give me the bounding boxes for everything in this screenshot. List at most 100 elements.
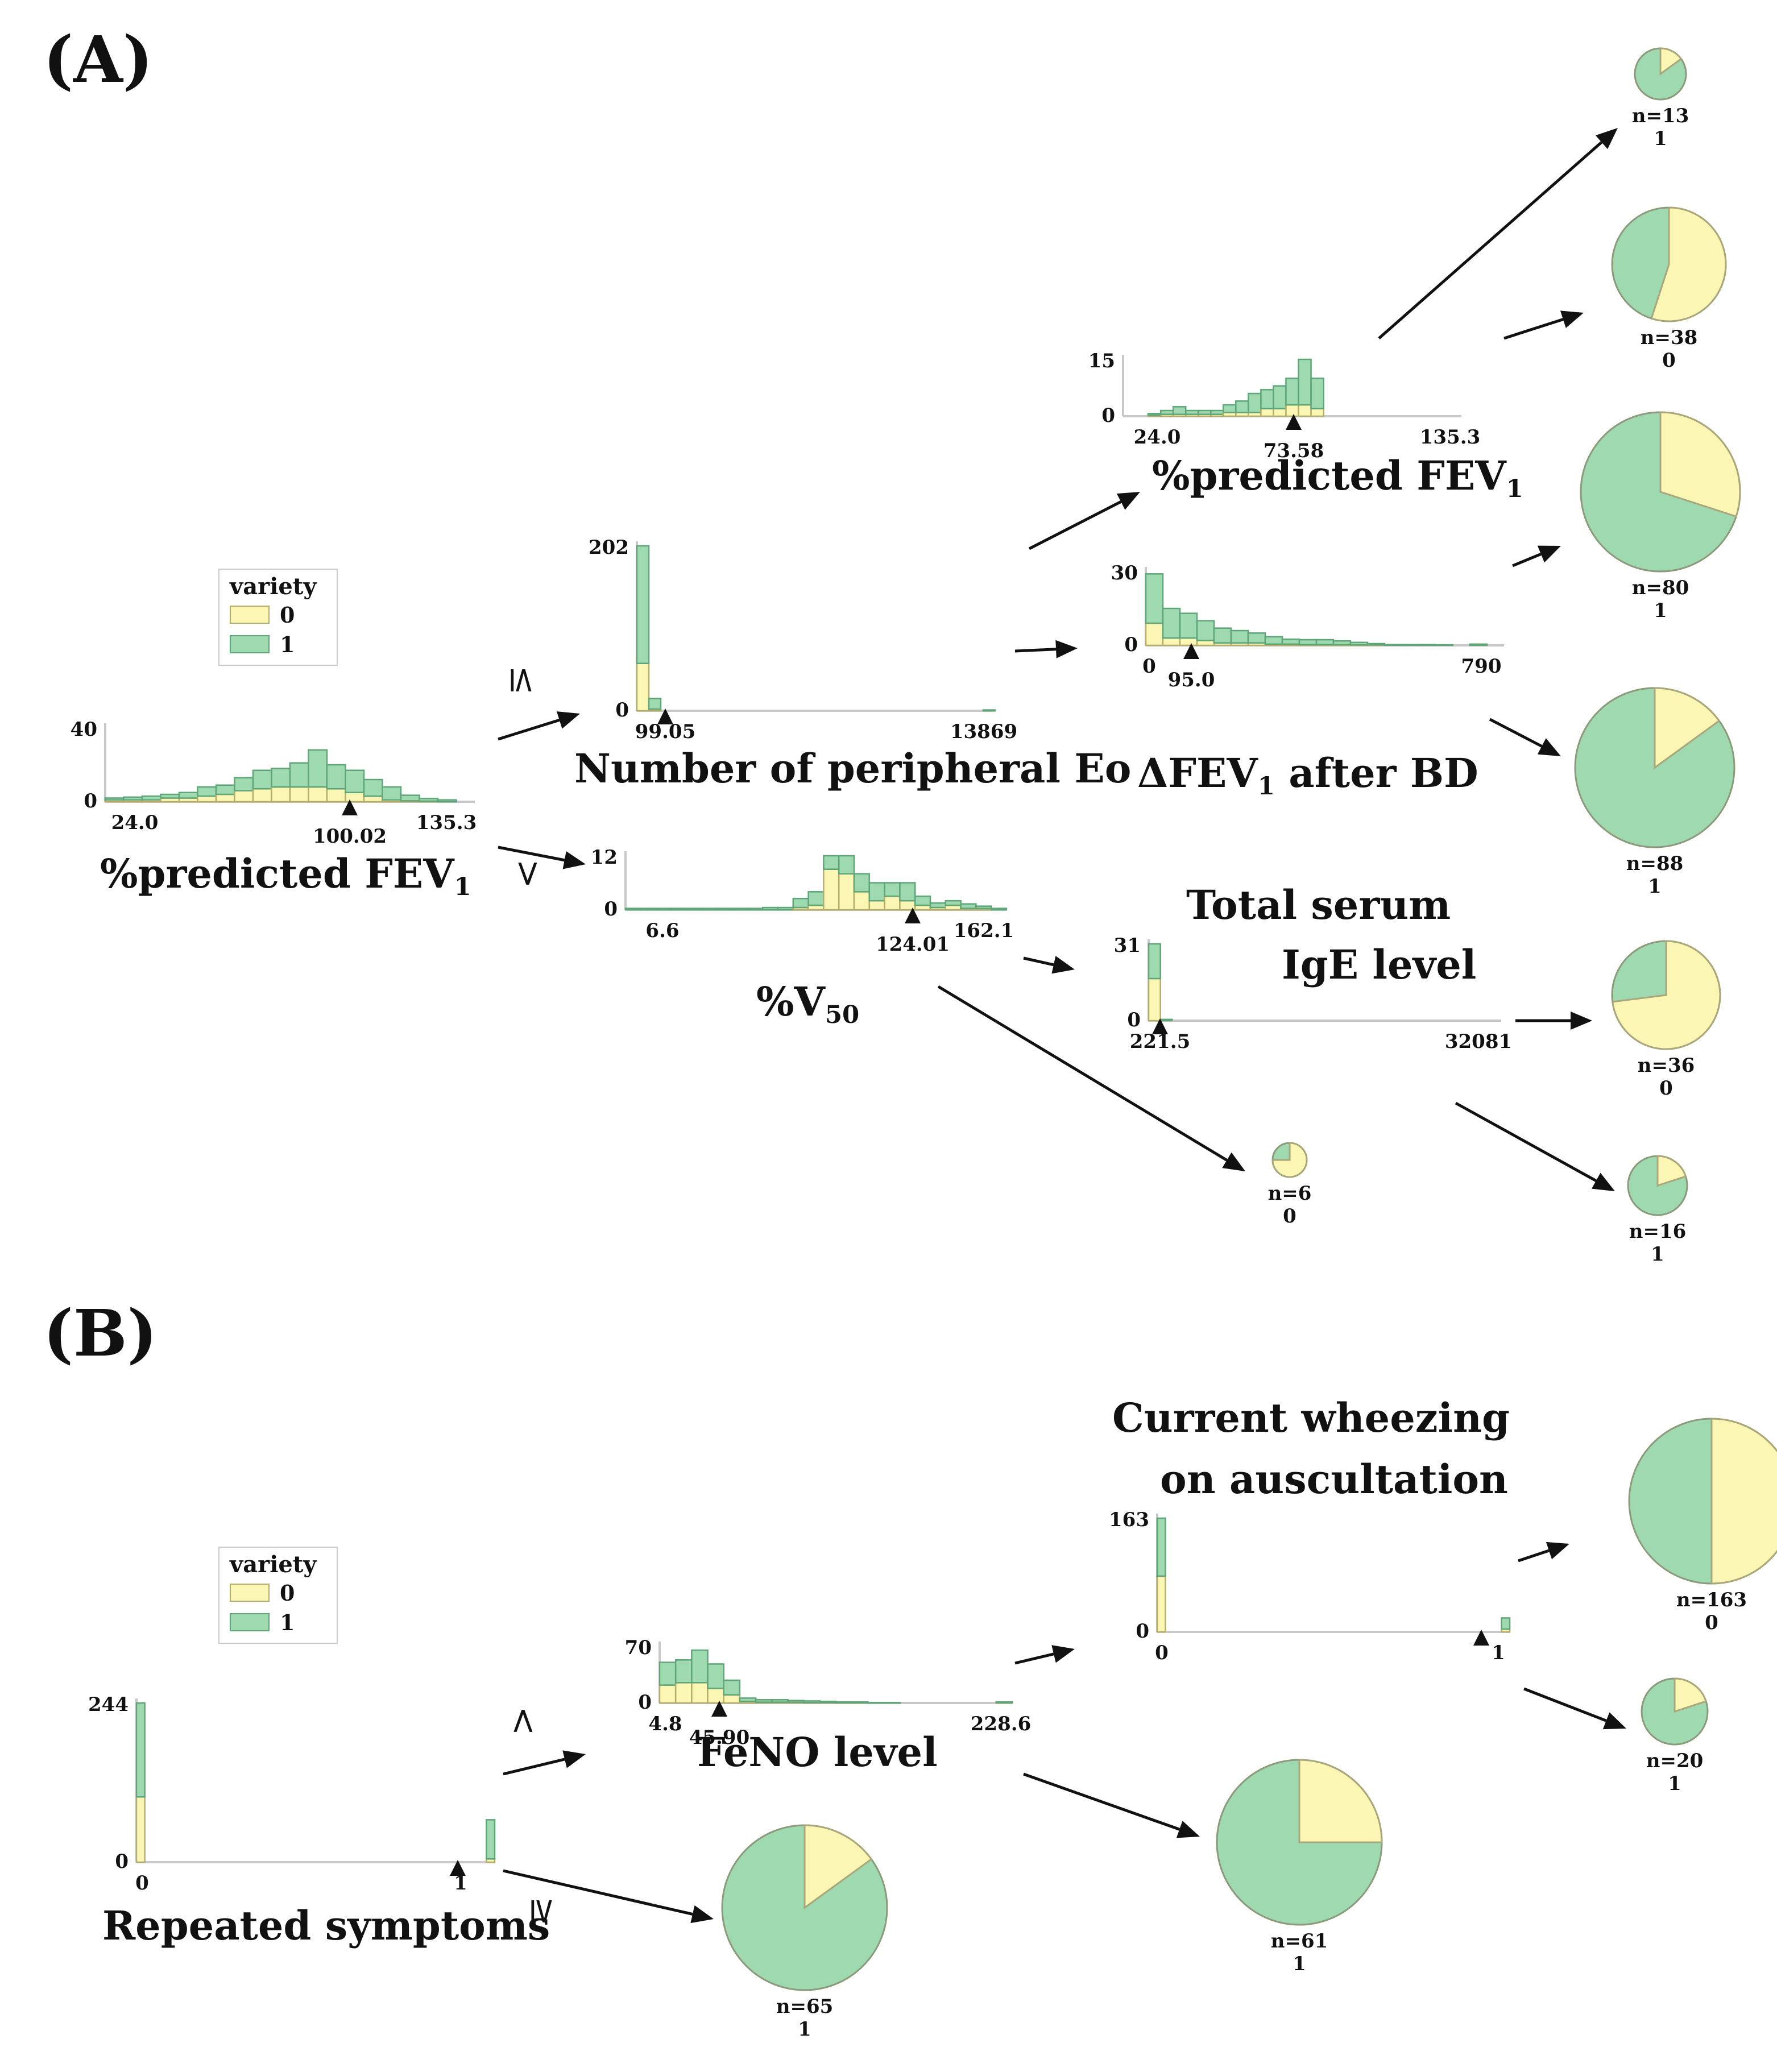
histogram-bar-class1 [914, 896, 931, 906]
histogram-bar-class1 [123, 796, 143, 801]
histogram-bar-class1 [670, 907, 687, 911]
histogram-bar-class1 [1159, 1018, 1173, 1022]
leaf-count-label: n=36 [1638, 1054, 1695, 1077]
arrow-line [503, 1758, 565, 1776]
x-min-label: 0 [1155, 1642, 1169, 1664]
histogram-bar-class0 [135, 1796, 146, 1863]
pie-slice-class0 [803, 1824, 873, 1909]
histogram-bar-class1 [674, 1659, 693, 1684]
leaf-pie: n=380 [1611, 206, 1727, 372]
edge-arrow [1512, 545, 1561, 567]
split-value-label: 95.0 [1168, 669, 1215, 691]
x-max-label: 1 [1492, 1642, 1505, 1664]
legend-item: 0 [230, 1578, 326, 1607]
histogram-bar-class1 [486, 1819, 496, 1860]
histogram-bar-class1 [884, 882, 901, 897]
edge-arrow [1523, 1687, 1626, 1730]
arrow-head [1176, 1821, 1200, 1838]
y-max-label: 12 [591, 846, 618, 869]
histogram-bar-class1 [289, 762, 309, 788]
leaf-pie: n=161 [1627, 1155, 1688, 1266]
histogram-bar-class1 [685, 907, 703, 911]
histogram-bar-class1 [771, 1699, 789, 1703]
leaf-count-label: n=163 [1676, 1589, 1747, 1611]
leaf-class-label: 1 [798, 2018, 811, 2041]
edge-arrow [503, 1750, 586, 1776]
edge-arrow [1028, 492, 1140, 550]
leaf-pie: n=131 [1632, 47, 1689, 150]
arrow-line [498, 846, 565, 862]
histogram-bar-class1 [975, 905, 992, 909]
histogram-bar-class1 [792, 897, 809, 909]
panel-label-a: (A) [43, 23, 153, 97]
histogram-bar-class1 [761, 906, 779, 911]
histogram-bar-class1 [777, 906, 794, 911]
arrow-line [1455, 1101, 1597, 1182]
histogram-bar-class1 [982, 709, 996, 712]
histogram-bar-class1 [160, 793, 180, 799]
histogram-bar-class0 [363, 795, 383, 803]
histogram-bar-class0 [636, 662, 650, 712]
histogram-bar-class1 [1281, 638, 1300, 645]
histogram-bar-class0 [723, 1694, 741, 1704]
leaf-pie: n=360 [1611, 940, 1721, 1100]
arrow-head [562, 1750, 586, 1768]
split-value-label: 73.58 [1264, 440, 1324, 462]
legend-b: variety 0 1 [218, 1547, 338, 1644]
arrow-head [690, 1905, 714, 1924]
node-label-wheeze-1: Current wheezing [1112, 1394, 1510, 1441]
y-max-label: 40 [71, 718, 97, 741]
node-label-dfev: ΔFEV1 after BD [1137, 749, 1478, 801]
edge-arrow [503, 1869, 714, 1924]
x-max-label: 135.3 [416, 811, 477, 834]
split-marker [905, 907, 921, 923]
y-min-label: 0 [84, 790, 97, 813]
leaf-count-label: n=38 [1641, 326, 1698, 349]
arrow-head [1537, 738, 1561, 756]
legend-title: variety [230, 573, 317, 600]
edge-arrow [1378, 128, 1618, 339]
leaf-class-label: 0 [1283, 1205, 1296, 1228]
leaf-class-label: 1 [1651, 1243, 1664, 1266]
node-label-ige-1: Total serum [1186, 881, 1451, 929]
node-label-wheeze-2: on auscultation [1160, 1456, 1508, 1503]
histogram-bar-class1 [868, 882, 885, 902]
split-marker [657, 708, 673, 724]
split-marker [1183, 643, 1199, 659]
histogram-bar-class1 [1349, 641, 1369, 646]
x-max-label: 162.1 [954, 919, 1014, 942]
histogram-bar-class0 [1156, 1575, 1166, 1633]
leaf-count-label: n=6 [1268, 1182, 1312, 1205]
leaf-count-label: n=16 [1629, 1220, 1687, 1243]
x-max-label: 790 [1461, 655, 1502, 678]
histogram-bar-class0 [271, 786, 291, 803]
arrow-line [1023, 956, 1054, 967]
split-marker [711, 1701, 727, 1717]
histogram-bar-class1 [819, 1700, 837, 1704]
histogram-bar-class1 [838, 855, 855, 875]
y-max-label: 15 [1088, 350, 1115, 372]
leaf-count-label: n=88 [1626, 852, 1684, 875]
leaf-class-label: 0 [1659, 1077, 1673, 1100]
histogram-bar-class1 [178, 791, 198, 799]
y-min-label: 0 [1127, 1009, 1141, 1031]
histogram-bar-class1 [716, 907, 733, 911]
histogram-bar-class1 [658, 1661, 677, 1686]
histogram-bar-class0 [234, 790, 254, 803]
pie-slice-class0 [1710, 1418, 1777, 1585]
legend-swatch-0 [230, 606, 270, 624]
histogram-bar-class1 [197, 786, 217, 797]
node-label-root-a: %predicted FEV1 [100, 850, 471, 902]
histogram-bar-class1 [419, 797, 439, 802]
legend-item: 1 [230, 1607, 326, 1637]
arrow-head [1560, 310, 1584, 328]
y-max-label: 202 [589, 536, 629, 559]
pie-slice-class0 [1612, 940, 1721, 1050]
histogram-bar-class0 [1145, 622, 1164, 647]
histogram-bar-class1 [701, 907, 718, 911]
histogram-bar-class0 [1260, 408, 1274, 417]
histogram-bar-class1 [723, 1679, 741, 1696]
histogram-bar-class1 [1298, 358, 1312, 406]
y-max-label: 244 [88, 1693, 129, 1716]
